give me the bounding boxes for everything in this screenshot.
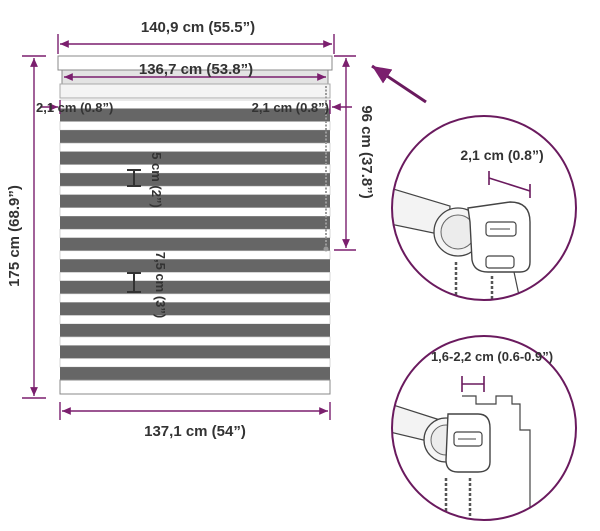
opaque-stripe bbox=[60, 216, 330, 230]
opaque-stripe-label: 7,5 cm (3”) bbox=[153, 252, 168, 318]
blind-illustration bbox=[57, 55, 333, 395]
top-callout-ring bbox=[391, 115, 577, 301]
opaque-stripe bbox=[60, 345, 330, 359]
chain-length-label: 96 cm (37.8”) bbox=[358, 105, 375, 198]
sheer-stripe bbox=[59, 250, 331, 260]
sheer-stripe-label: 5 cm (2”) bbox=[149, 152, 164, 208]
sheer-stripe bbox=[59, 185, 331, 196]
opaque-stripe bbox=[60, 302, 330, 316]
sheer-stripe bbox=[59, 293, 331, 303]
overall-height-label: 175 cm (68.9”) bbox=[6, 185, 23, 287]
fabric-stripes bbox=[59, 99, 331, 395]
sheer-stripe bbox=[59, 358, 331, 368]
bottom-callout-ring bbox=[391, 335, 577, 521]
opaque-stripe bbox=[60, 280, 330, 294]
sheer-stripe bbox=[59, 272, 331, 282]
opaque-stripe bbox=[60, 237, 330, 251]
overall-width-label: 140,9 cm (55.5”) bbox=[141, 19, 255, 36]
top-bracket-label: 2,1 cm (0.8”) bbox=[460, 147, 543, 163]
sheer-stripe bbox=[59, 142, 331, 152]
opaque-stripe bbox=[60, 151, 330, 165]
bottom-bracket-detail: 1,6-2,2 cm (0.6-0.9”) bbox=[391, 335, 577, 521]
sheer-stripe bbox=[59, 164, 331, 174]
opaque-stripe bbox=[60, 173, 330, 187]
opaque-stripe bbox=[60, 259, 330, 273]
opaque-stripe bbox=[60, 130, 330, 144]
sheer-stripe bbox=[59, 336, 331, 346]
opaque-stripe bbox=[60, 194, 330, 208]
opaque-stripe bbox=[60, 324, 330, 337]
sheer-stripe bbox=[59, 207, 331, 217]
bottom-bracket-label: 1,6-2,2 cm (0.6-0.9”) bbox=[431, 349, 553, 364]
sheer-stripe bbox=[59, 228, 331, 239]
right-margin-label: 2,1 cm (0.8”) bbox=[252, 100, 329, 115]
opaque-stripe bbox=[60, 108, 330, 122]
left-margin-label: 2,1 cm (0.8”) bbox=[36, 100, 113, 115]
top-bracket-detail: 2,1 cm (0.8”) bbox=[391, 115, 577, 301]
chain-end bbox=[323, 246, 329, 252]
opaque-stripe bbox=[60, 367, 330, 380]
fabric-width-label: 137,1 cm (54”) bbox=[144, 423, 246, 440]
dimension-lines bbox=[22, 34, 427, 420]
fabric-top-band bbox=[59, 83, 331, 99]
bottom-bar bbox=[59, 379, 331, 395]
tube-width-label: 136,7 cm (53.8”) bbox=[139, 61, 253, 78]
sheer-stripe bbox=[59, 121, 331, 131]
sheer-stripe bbox=[59, 315, 331, 325]
